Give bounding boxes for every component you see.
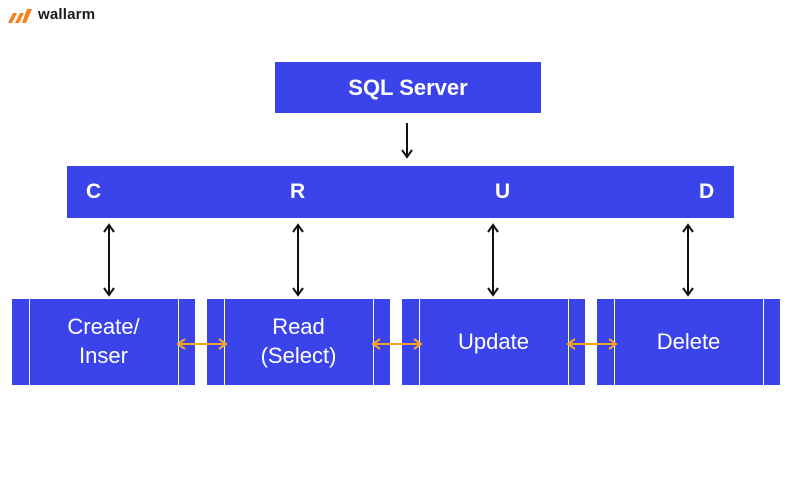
operation-box-update: Update xyxy=(402,299,585,385)
sql-server-box: SQL Server xyxy=(275,62,541,113)
crud-letter-r: R xyxy=(290,180,306,203)
diagram-title: SQL Server xyxy=(348,74,468,100)
crud-letter-u: U xyxy=(495,180,511,203)
wallarm-logo-icon xyxy=(8,8,32,23)
operation-label-read: Read (Select) xyxy=(260,314,337,368)
operation-box-read: Read (Select) xyxy=(207,299,390,385)
operation-label-create: Create/ Inser xyxy=(67,314,140,368)
crud-bar: C R U D xyxy=(67,166,734,218)
operation-box-delete: Delete xyxy=(597,299,780,385)
crud-letter-c: C xyxy=(86,180,102,203)
brand-name: wallarm xyxy=(38,6,96,23)
crud-letter-d: D xyxy=(699,180,715,203)
wallarm-logo: wallarm xyxy=(8,6,95,23)
operation-label-update: Update xyxy=(458,328,529,354)
operation-box-create: Create/ Inser xyxy=(12,299,195,385)
operation-label-delete: Delete xyxy=(656,328,721,354)
